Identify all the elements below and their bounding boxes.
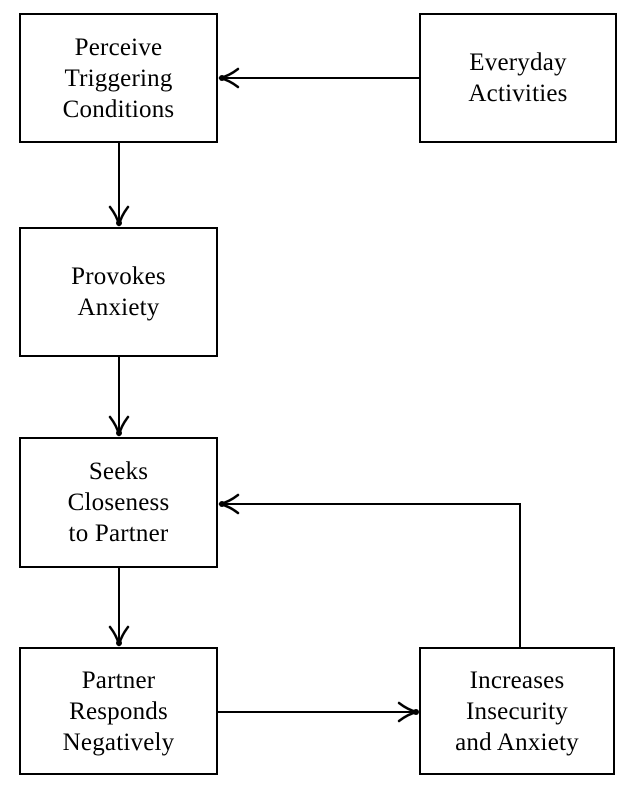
arrow-provokes-to-seeks: [108, 357, 130, 437]
arrow-increases-to-seeks: [218, 493, 521, 647]
node-label-perceive: Perceive Triggering Conditions: [62, 33, 175, 123]
node-label-everyday: Everyday Activities: [468, 49, 568, 107]
node-label-increases: Increases Insecurity and Anxiety: [455, 666, 579, 756]
node-partner-responds-negatively: Partner Responds Negatively: [19, 647, 218, 775]
node-everyday-activities: Everyday Activities: [419, 13, 617, 143]
node-perceive-triggering-conditions: Perceive Triggering Conditions: [19, 13, 218, 143]
node-provokes-anxiety: Provokes Anxiety: [19, 227, 218, 357]
arrow-everyday-to-perceive: [218, 67, 419, 89]
node-label-provokes: Provokes Anxiety: [71, 263, 166, 321]
arrow-partner-to-increases: [218, 701, 419, 723]
node-label-partner: Partner Responds Negatively: [62, 666, 175, 756]
arrow-seeks-to-partner: [108, 568, 130, 647]
node-label-seeks: Seeks Closeness to Partner: [67, 458, 170, 547]
node-increases-insecurity-and-anxiety: Increases Insecurity and Anxiety: [419, 647, 615, 775]
node-seeks-closeness-to-partner: Seeks Closeness to Partner: [19, 437, 218, 568]
arrow-perceive-to-provokes: [108, 143, 130, 227]
